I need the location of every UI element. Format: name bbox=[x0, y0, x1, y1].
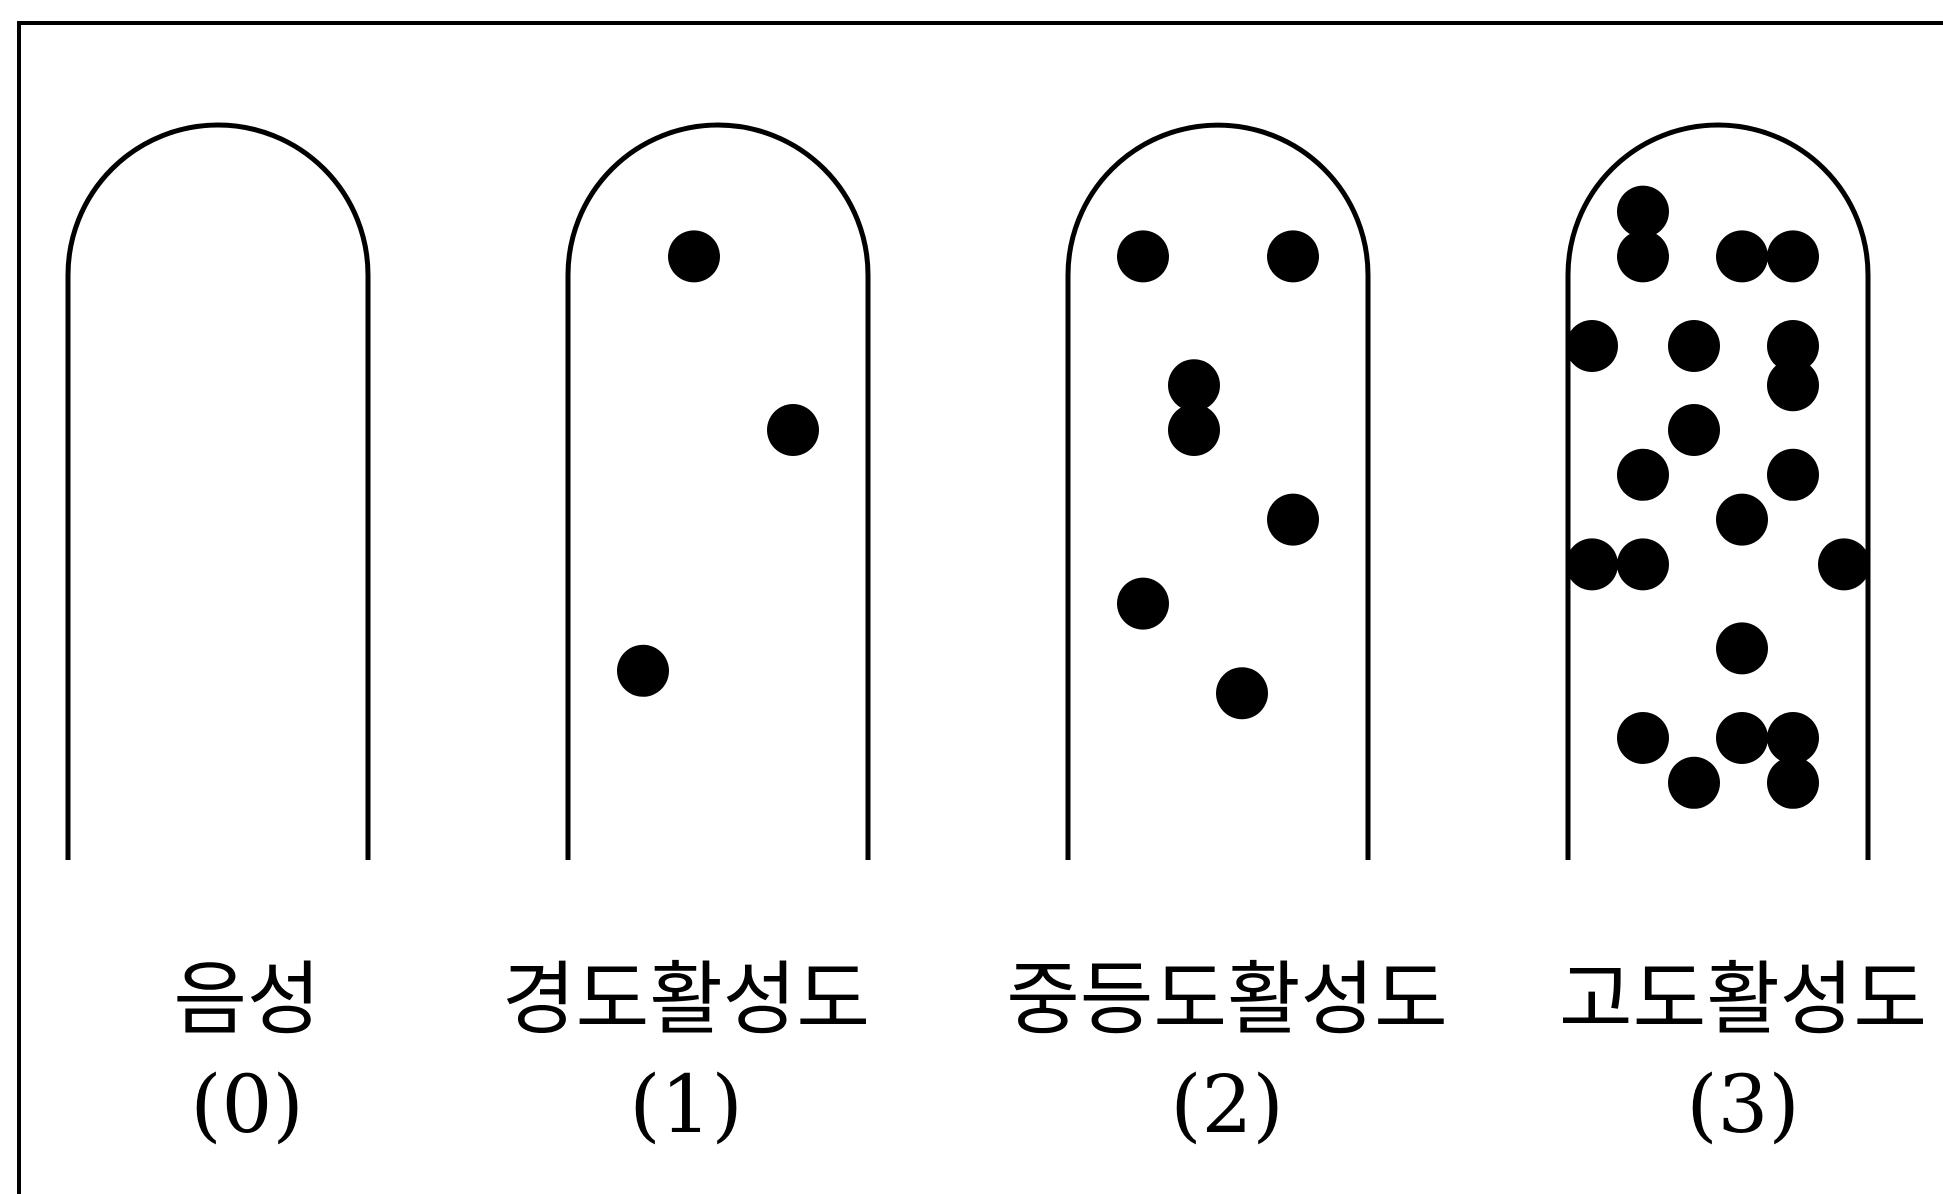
dot-severe-10 bbox=[1617, 448, 1669, 501]
dot-mild-1 bbox=[668, 230, 720, 283]
dot-severe-9 bbox=[1668, 404, 1720, 456]
dot-severe-4 bbox=[1767, 230, 1819, 283]
dot-severe-19 bbox=[1767, 712, 1819, 764]
dot-severe-3 bbox=[1716, 230, 1768, 283]
panel-score-mild: (1) bbox=[629, 1058, 743, 1151]
dot-severe-16 bbox=[1716, 622, 1768, 675]
dot-severe-5 bbox=[1566, 320, 1618, 372]
tubes-group bbox=[65, 122, 1871, 860]
panel-label-negative: 음성 bbox=[173, 953, 321, 1046]
dot-severe-18 bbox=[1716, 712, 1768, 764]
dot-severe-1 bbox=[1617, 185, 1669, 238]
dot-mild-3 bbox=[617, 644, 669, 697]
dot-moderate-5 bbox=[1267, 493, 1319, 546]
dot-moderate-7 bbox=[1216, 667, 1268, 720]
dot-severe-8 bbox=[1767, 359, 1819, 412]
dot-severe-12 bbox=[1716, 493, 1768, 546]
tube-negative bbox=[65, 122, 371, 860]
dots-group bbox=[617, 185, 1870, 809]
panel-label-mild: 경도활성도 bbox=[502, 953, 870, 1046]
panel-score-negative: (0) bbox=[190, 1058, 304, 1151]
dot-severe-21 bbox=[1767, 756, 1819, 809]
dot-mild-2 bbox=[767, 404, 819, 456]
dot-severe-2 bbox=[1617, 230, 1669, 283]
dot-moderate-3 bbox=[1168, 359, 1220, 412]
figure-border bbox=[17, 21, 1943, 1194]
dot-severe-17 bbox=[1617, 712, 1669, 764]
tube-moderate bbox=[1065, 122, 1371, 860]
dot-severe-14 bbox=[1617, 538, 1669, 591]
dot-severe-13 bbox=[1566, 538, 1618, 591]
dot-severe-20 bbox=[1668, 756, 1720, 809]
dot-moderate-1 bbox=[1117, 230, 1169, 283]
dot-severe-11 bbox=[1767, 448, 1819, 501]
tube-severe bbox=[1565, 122, 1871, 860]
dot-moderate-6 bbox=[1117, 577, 1169, 630]
dot-moderate-2 bbox=[1267, 230, 1319, 283]
dot-moderate-4 bbox=[1168, 404, 1220, 456]
dot-severe-15 bbox=[1818, 538, 1870, 591]
panel-score-severe: (3) bbox=[1686, 1058, 1800, 1151]
dot-severe-6 bbox=[1668, 320, 1720, 372]
panel-score-moderate: (2) bbox=[1170, 1058, 1284, 1151]
panel-label-moderate: 중등도활성도 bbox=[1006, 953, 1448, 1046]
panel-label-severe: 고도활성도 bbox=[1559, 953, 1927, 1046]
tube-mild bbox=[565, 122, 871, 860]
dot-severe-7 bbox=[1767, 320, 1819, 372]
